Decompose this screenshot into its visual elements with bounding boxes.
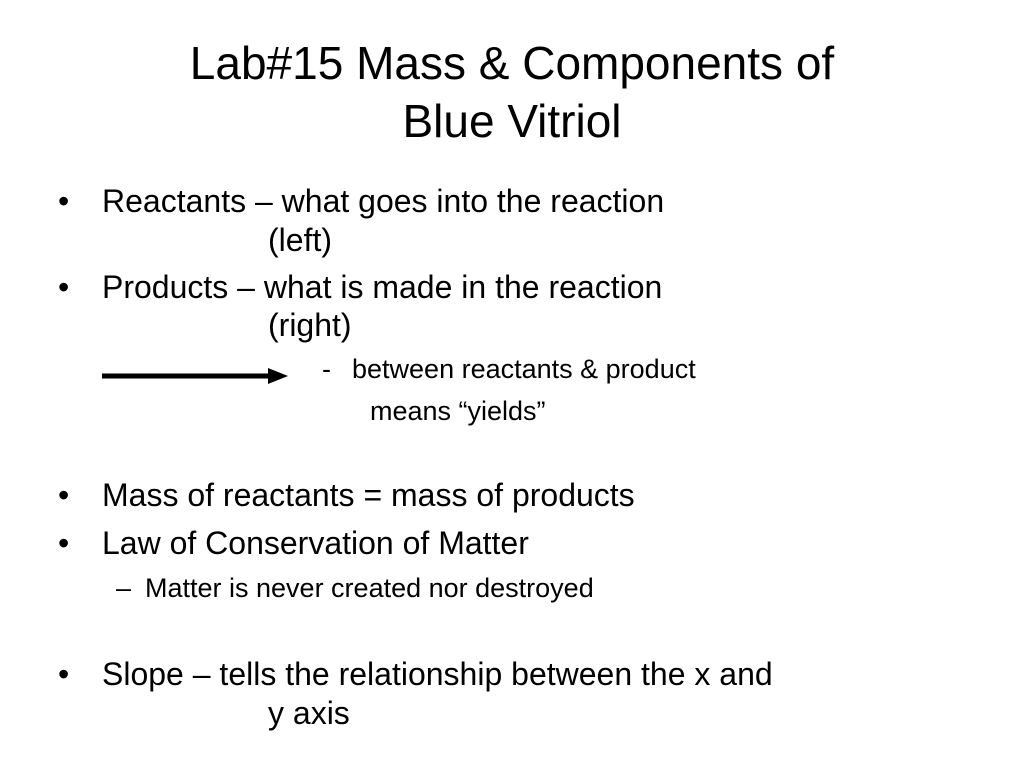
bullet-reactants: Reactants – what goes into the reaction <box>102 183 665 219</box>
bullet-products-continuation: (right) <box>268 307 352 343</box>
bullet-products: Products – what is made in the reaction <box>102 269 663 305</box>
sub-bullet-matter: Matter is never created nor destroyed <box>145 573 594 603</box>
bullet-marker: • <box>58 477 70 513</box>
bullet-slope: Slope – tells the relationship between t… <box>102 656 773 692</box>
bullet-marker: • <box>58 269 70 305</box>
slide-title-line-2: Blue Vitriol <box>402 95 622 147</box>
sub-bullet-marker: – <box>116 573 132 603</box>
bullet-slope-continuation: y axis <box>268 695 350 731</box>
bullet-marker: • <box>58 656 70 692</box>
slide-title: Lab#15 Mass & Components of Blue Vitriol <box>0 34 1024 150</box>
bullet-marker: • <box>58 525 70 561</box>
bullet-law: Law of Conservation of Matter <box>102 525 529 561</box>
bullet-reactants-continuation: (left) <box>268 222 332 258</box>
arrow-note-line-1: between reactants & product <box>352 354 696 384</box>
bullet-mass: Mass of reactants = mass of products <box>102 477 635 513</box>
arrow-note-line-2: means “yields” <box>370 396 546 426</box>
right-arrow-icon <box>102 368 288 384</box>
arrow-note-dash: - <box>322 354 331 384</box>
slide-title-line-1: Lab#15 Mass & Components of <box>189 37 835 89</box>
bullet-marker: • <box>58 183 70 219</box>
